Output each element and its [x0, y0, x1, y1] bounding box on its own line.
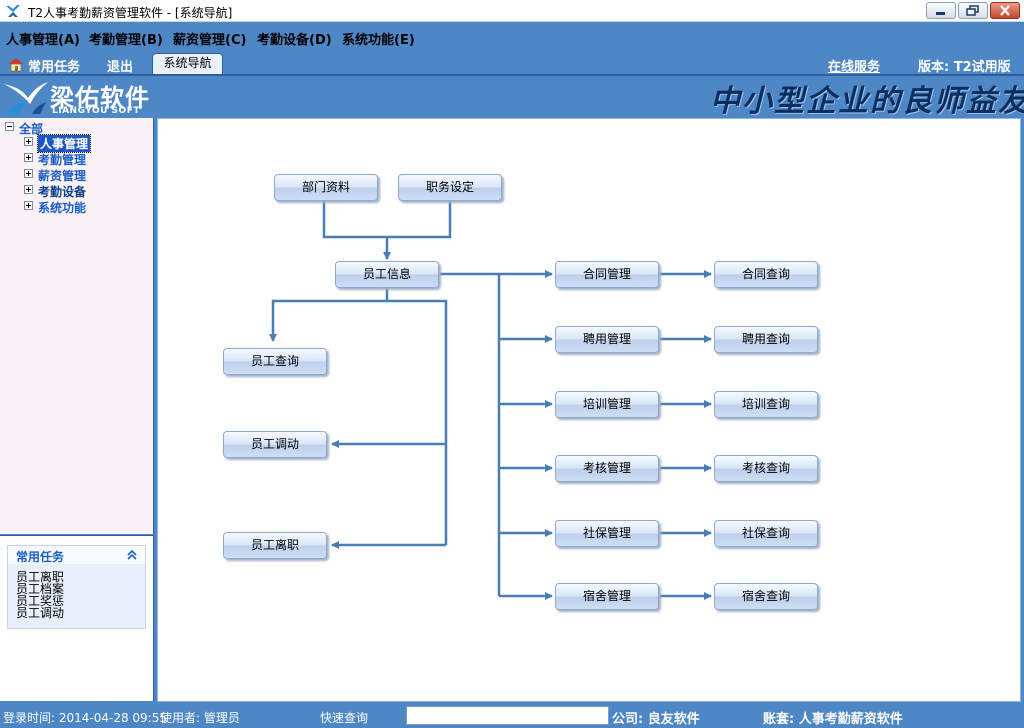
flow-connectors [269, 201, 712, 600]
expand-icon[interactable] [24, 185, 33, 194]
collapse-up-icon[interactable] [126, 549, 138, 561]
account-set-label: 账套: 人事考勤薪资软件 [763, 712, 903, 727]
common-tasks-panel: 常用任务 员工离职 员工档案 员工奖惩 员工调动 [0, 535, 154, 701]
login-time: 登录时间: 2014-04-28 09:55 [3, 711, 167, 725]
restore-icon [966, 5, 979, 16]
expand-icon[interactable] [24, 137, 33, 146]
window-title: T2人事考勤薪资管理软件 - [系统导航] [28, 6, 233, 20]
system-navigation-canvas: 部门资料 职务设定 员工信息 员工查询 员工调动 员工离职 合同管理 合同查询 … [157, 118, 1021, 702]
minimize-button[interactable] [926, 2, 956, 19]
hire-management-button[interactable]: 聘用管理 [555, 326, 659, 353]
menu-system[interactable]: 系统功能(E) [342, 33, 415, 48]
dormitory-query-button[interactable]: 宿舍查询 [714, 583, 818, 610]
training-query-button[interactable]: 培训查询 [714, 391, 818, 418]
menu-devices[interactable]: 考勤设备(D) [257, 33, 332, 48]
expand-icon[interactable] [24, 153, 33, 162]
current-user: 使用者: 管理员 [160, 711, 240, 725]
dormitory-management-button[interactable]: 宿舍管理 [555, 583, 659, 610]
employee-transfer-button[interactable]: 员工调动 [223, 431, 327, 458]
toolbar: 常用任务 退出 系统导航 在线服务 版本: T2试用版 [0, 52, 1024, 75]
tree-item-label[interactable]: 考勤管理 [38, 153, 87, 167]
employee-info-button[interactable]: 员工信息 [335, 261, 439, 288]
expand-icon[interactable] [24, 201, 33, 210]
navigation-tree: 全部 人事管理 考勤管理 薪资管理 考勤设备 系统功能 [0, 118, 154, 534]
logo-text: 梁佑软件 [50, 84, 150, 112]
tree-item-label[interactable]: 系统功能 [38, 201, 87, 215]
common-tasks-title: 常用任务 [16, 550, 65, 564]
task-link-rewards[interactable]: 员工奖惩 [16, 594, 65, 608]
task-link-transfer[interactable]: 员工调动 [16, 606, 65, 620]
status-bar: 登录时间: 2014-04-28 09:55 使用者: 管理员 快速查询 公司:… [0, 704, 1024, 728]
tab-system-navigation[interactable]: 系统导航 [152, 53, 223, 74]
company-logo: 梁佑软件 LIANGYOU SOFT [2, 78, 156, 116]
menu-personnel[interactable]: 人事管理(A) [6, 33, 80, 48]
dept-info-button[interactable]: 部门资料 [274, 174, 378, 201]
menu-bar: 人事管理(A) 考勤管理(B) 薪资管理(C) 考勤设备(D) 系统功能(E) [0, 22, 1024, 52]
tree-root-label[interactable]: 全部 [19, 122, 44, 136]
app-logo-icon [6, 5, 20, 17]
tree-item-label[interactable]: 考勤设备 [38, 185, 87, 199]
company-label: 公司: 良友软件 [612, 712, 700, 727]
tree-item-label[interactable]: 人事管理 [36, 134, 92, 153]
contract-query-button[interactable]: 合同查询 [714, 261, 818, 288]
tree-item-label[interactable]: 薪资管理 [38, 169, 87, 183]
expand-icon[interactable] [24, 169, 33, 178]
logo-subtext: LIANGYOU SOFT [52, 106, 140, 116]
close-button[interactable] [990, 2, 1020, 19]
common-tasks-header[interactable]: 常用任务 [8, 546, 145, 564]
menu-salary[interactable]: 薪资管理(C) [173, 33, 247, 48]
social-security-management-button[interactable]: 社保管理 [555, 520, 659, 547]
close-icon [1000, 5, 1010, 16]
assessment-management-button[interactable]: 考核管理 [555, 455, 659, 482]
employee-query-button[interactable]: 员工查询 [223, 348, 327, 375]
task-link-archive[interactable]: 员工档案 [16, 582, 65, 596]
minimize-icon [936, 12, 945, 15]
version-label: 版本: T2试用版 [918, 60, 1011, 75]
restore-button[interactable] [958, 2, 988, 19]
tab-strip-divider [0, 74, 1024, 76]
menu-attendance[interactable]: 考勤管理(B) [89, 33, 163, 48]
position-setup-button[interactable]: 职务设定 [398, 174, 502, 201]
exit-button[interactable]: 退出 [107, 60, 134, 75]
common-tasks-button[interactable]: 常用任务 [28, 60, 81, 75]
quick-search-label: 快速查询 [320, 711, 369, 725]
contract-management-button[interactable]: 合同管理 [555, 261, 659, 288]
common-tasks-box: 常用任务 员工离职 员工档案 员工奖惩 员工调动 [7, 545, 146, 629]
collapse-icon[interactable] [5, 122, 14, 131]
slogan: 中小型企业的良师益友 [710, 84, 1024, 119]
logo-swoosh-icon [4, 82, 48, 114]
quick-search-input[interactable] [406, 706, 609, 725]
title-bar: T2人事考勤薪资管理软件 - [系统导航] [0, 0, 1024, 22]
employee-leave-button[interactable]: 员工离职 [223, 532, 327, 559]
assessment-query-button[interactable]: 考核查询 [714, 455, 818, 482]
home-icon [9, 58, 23, 72]
training-management-button[interactable]: 培训管理 [555, 391, 659, 418]
hire-query-button[interactable]: 聘用查询 [714, 326, 818, 353]
social-security-query-button[interactable]: 社保查询 [714, 520, 818, 547]
task-link-leave[interactable]: 员工离职 [16, 570, 65, 584]
online-service-link[interactable]: 在线服务 [828, 60, 881, 75]
